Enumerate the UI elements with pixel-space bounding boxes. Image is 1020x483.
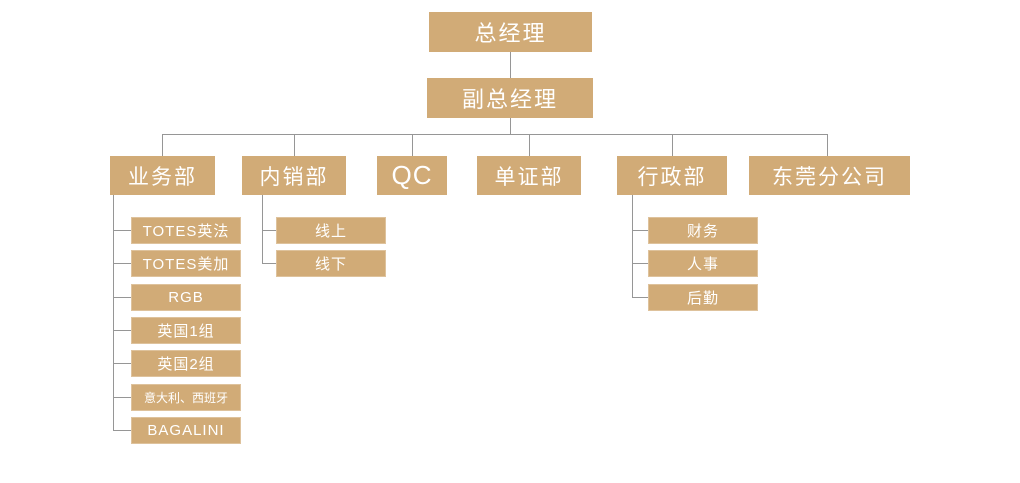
connector-line <box>412 134 413 156</box>
sub-node-totes-us-canada: TOTES美加 <box>131 250 241 277</box>
connector-line <box>162 134 828 135</box>
sub-node-logistics: 后勤 <box>648 284 758 311</box>
dept-node-business: 业务部 <box>110 156 215 195</box>
connector-line <box>510 118 511 134</box>
connector-line <box>262 195 263 263</box>
connector-line <box>113 297 131 298</box>
sub-node-online: 线上 <box>276 217 386 244</box>
connector-line <box>632 195 633 297</box>
connector-line <box>262 263 276 264</box>
connector-line <box>510 52 511 78</box>
sub-node-italy-spain: 意大利、西班牙 <box>131 384 241 411</box>
connector-line <box>827 134 828 156</box>
sub-node-hr: 人事 <box>648 250 758 277</box>
connector-line <box>162 134 163 156</box>
sub-node-uk-group-1: 英国1组 <box>131 317 241 344</box>
connector-line <box>113 230 131 231</box>
connector-line <box>113 195 114 430</box>
connector-line <box>632 263 648 264</box>
connector-line <box>113 263 131 264</box>
dept-node-dongguan-branch: 东莞分公司 <box>749 156 910 195</box>
connector-line <box>113 363 131 364</box>
dept-node-documentation: 单证部 <box>477 156 581 195</box>
dept-node-qc: QC <box>377 156 447 195</box>
sub-node-totes-uk-france: TOTES英法 <box>131 217 241 244</box>
org-node-general-manager: 总经理 <box>429 12 592 52</box>
dept-node-admin: 行政部 <box>617 156 727 195</box>
sub-node-rgb: RGB <box>131 284 241 311</box>
sub-node-offline: 线下 <box>276 250 386 277</box>
connector-line <box>113 430 131 431</box>
connector-line <box>113 330 131 331</box>
dept-node-domestic-sales: 内销部 <box>242 156 346 195</box>
sub-node-uk-group-2: 英国2组 <box>131 350 241 377</box>
connector-line <box>632 230 648 231</box>
sub-node-bagalini: BAGALINI <box>131 417 241 444</box>
connector-line <box>529 134 530 156</box>
connector-line <box>262 230 276 231</box>
connector-line <box>632 297 648 298</box>
connector-line <box>294 134 295 156</box>
sub-node-finance: 财务 <box>648 217 758 244</box>
connector-line <box>672 134 673 156</box>
connector-line <box>113 397 131 398</box>
org-node-deputy-general-manager: 副总经理 <box>427 78 593 118</box>
